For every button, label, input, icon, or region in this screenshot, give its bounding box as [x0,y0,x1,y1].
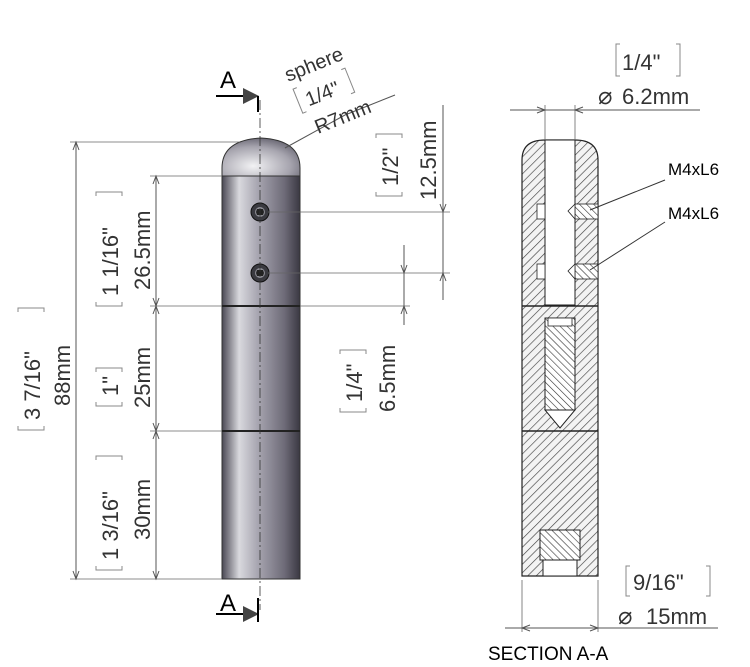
extension-lines [70,141,450,580]
dim-bore: 1/4" ⌀ 6.2mm [510,43,700,140]
svg-text:88mm: 88mm [50,345,75,406]
svg-text:6.5mm: 6.5mm [375,345,400,412]
svg-text:A: A [220,590,236,617]
svg-text:9/16": 9/16" [633,570,684,595]
svg-text:⌀: ⌀ [618,603,632,630]
bore [544,139,576,306]
section-view [521,139,599,577]
svg-text:M4xL6: M4xL6 [668,204,719,223]
dim-outer-diameter: 9/16" ⌀ 15mm [505,565,718,632]
dim-screw-offset: 1/4" 6.5mm [339,245,408,413]
svg-text:M4xL6: M4xL6 [668,160,719,179]
dim-top-segment: 1 1/16" 26.5mm [95,174,160,308]
svg-text:A: A [220,67,236,94]
screw-hole-upper [536,203,599,221]
callout-upper: M4xL6 [589,160,719,211]
svg-text:15mm: 15mm [646,604,707,629]
section-title: SECTION A-A [488,644,609,665]
svg-text:1 1/16": 1 1/16" [98,227,123,296]
top-segment [221,175,301,307]
svg-text:6.2mm: 6.2mm [622,84,689,109]
svg-text:1/4": 1/4" [342,364,367,402]
bottom-segment [221,430,301,580]
svg-text:1/4": 1/4" [302,78,343,111]
svg-text:1/4": 1/4" [622,50,660,75]
svg-text:1": 1" [98,376,123,396]
dim-bottom-segment: 1 3/16" 30mm [95,429,160,581]
svg-text:26.5mm: 26.5mm [130,211,155,290]
sphere-callout: sphere 1/4" R7mm [282,43,396,149]
svg-text:1/2": 1/2" [378,148,403,186]
front-view [221,100,301,610]
threaded-cavity [544,317,576,411]
section-marker-top: A [216,67,259,112]
section-marker-bottom: A [216,590,259,622]
svg-text:1 3/16": 1 3/16" [98,491,123,560]
dim-overall: 3 7/16" 88mm [17,140,80,581]
middle-segment [221,305,301,432]
svg-text:12.5mm: 12.5mm [416,121,441,200]
svg-text:sphere: sphere [282,43,347,86]
svg-text:25mm: 25mm [130,347,155,408]
svg-text:⌀: ⌀ [598,83,612,110]
dim-middle-segment: 1" 25mm [95,304,160,433]
sphere-cap [221,137,301,179]
dim-screw-spacing: 1/2" 12.5mm [375,105,447,300]
screw-hole-lower [536,263,599,281]
svg-text:30mm: 30mm [130,479,155,540]
threaded-stud [539,529,581,561]
svg-text:3 7/16": 3 7/16" [20,351,45,420]
callout-lower: M4xL6 [589,204,719,271]
